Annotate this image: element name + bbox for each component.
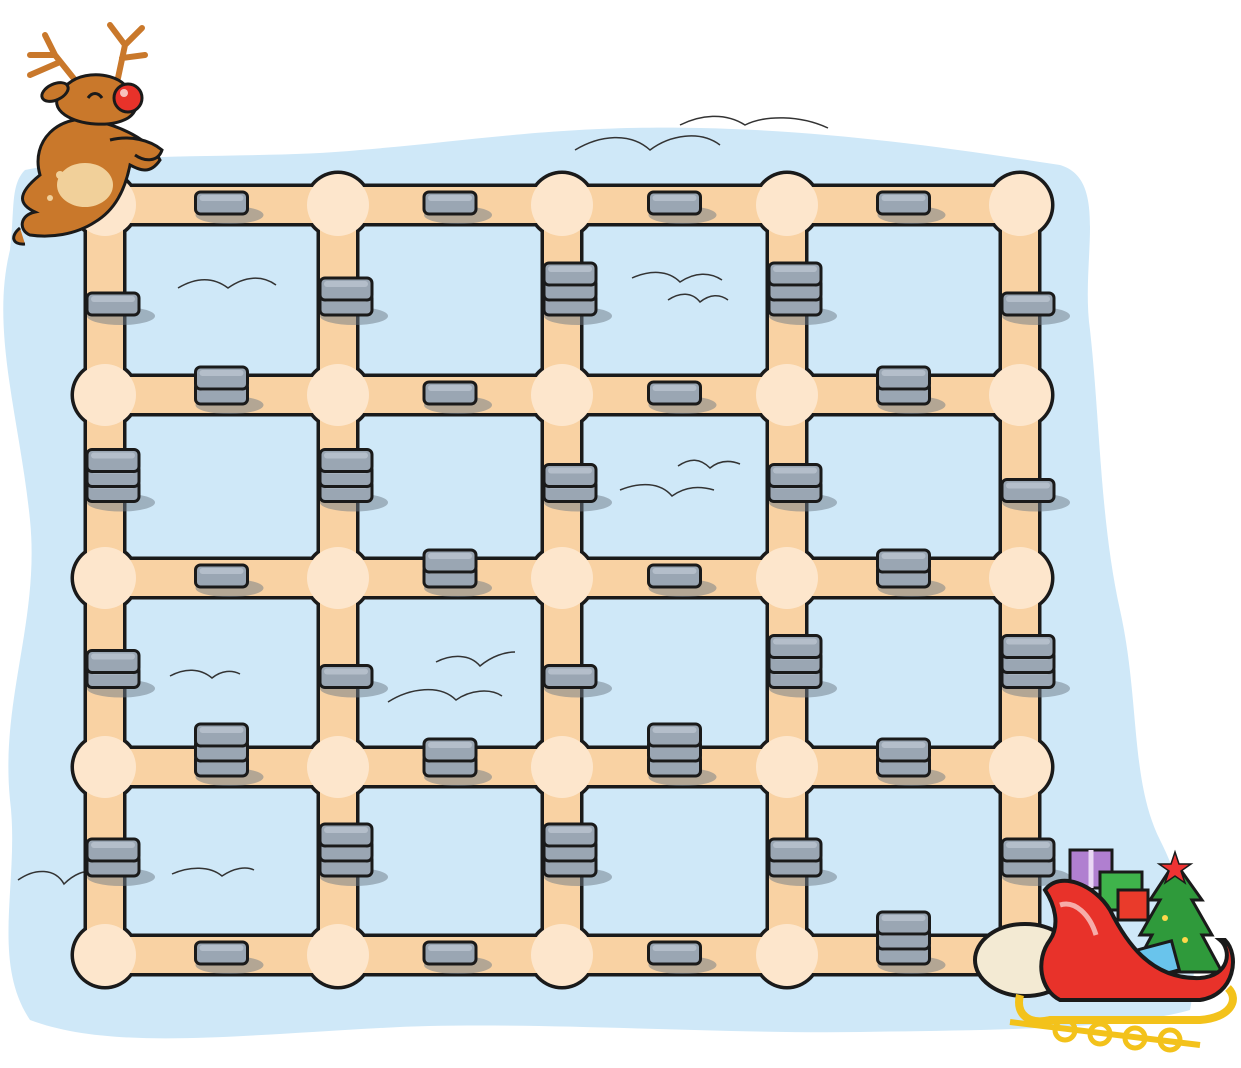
stone-block-highlight — [548, 669, 592, 675]
maze-node-r1-c2[interactable] — [531, 364, 593, 426]
maze-node-r0-c1[interactable] — [307, 174, 369, 236]
maze-node-r1-c0[interactable] — [74, 364, 136, 426]
maze-node-r3-c2[interactable] — [531, 736, 593, 798]
stone-block-highlight — [548, 468, 592, 474]
stone-block-highlight — [1006, 639, 1050, 645]
maze-node-r2-c3[interactable] — [756, 547, 818, 609]
maze-node-r1-c4[interactable] — [989, 364, 1051, 426]
stone-block-highlight — [653, 195, 697, 201]
stone-block-highlight — [882, 553, 926, 559]
stone-block-highlight — [773, 468, 817, 474]
stone-block-highlight — [428, 195, 472, 201]
stone-block-highlight — [428, 945, 472, 951]
maze-node-r3-c4[interactable] — [989, 736, 1051, 798]
stone-block-highlight — [428, 742, 472, 748]
maze-node-r4-c3[interactable] — [756, 924, 818, 986]
maze-node-r4-c1[interactable] — [307, 924, 369, 986]
stone-block-highlight — [200, 568, 244, 574]
stone-block-highlight — [200, 727, 244, 733]
maze-node-r2-c2[interactable] — [531, 547, 593, 609]
maze-node-r0-c2[interactable] — [531, 174, 593, 236]
maze-node-r4-c0[interactable] — [74, 924, 136, 986]
stone-block-highlight — [1006, 842, 1050, 848]
stone-block-highlight — [653, 568, 697, 574]
stone-block-highlight — [200, 945, 244, 951]
stone-block-highlight — [882, 915, 926, 921]
stone-block-highlight — [324, 453, 368, 459]
stone-block-highlight — [428, 553, 472, 559]
maze-node-r3-c1[interactable] — [307, 736, 369, 798]
maze-node-r3-c3[interactable] — [756, 736, 818, 798]
maze-node-r2-c1[interactable] — [307, 547, 369, 609]
stone-block-highlight — [428, 385, 472, 391]
maze-node-r1-c1[interactable] — [307, 364, 369, 426]
stone-block-highlight — [1006, 296, 1050, 302]
stone-block-highlight — [324, 669, 368, 675]
stone-block-highlight — [200, 195, 244, 201]
maze-node-r0-c3[interactable] — [756, 174, 818, 236]
stone-block-highlight — [91, 842, 135, 848]
stone-block-highlight — [91, 453, 135, 459]
stone-block-highlight — [548, 827, 592, 833]
maze-node-r2-c4[interactable] — [989, 547, 1051, 609]
stone-block-highlight — [653, 727, 697, 733]
stone-block-highlight — [1006, 483, 1050, 489]
stone-block-highlight — [324, 827, 368, 833]
stone-block-highlight — [324, 281, 368, 287]
stone-block-highlight — [548, 266, 592, 272]
stone-block-highlight — [200, 370, 244, 376]
maze-node-r4-c2[interactable] — [531, 924, 593, 986]
maze-node-r3-c0[interactable] — [74, 736, 136, 798]
maze-node-r2-c0[interactable] — [74, 547, 136, 609]
stone-block-highlight — [773, 842, 817, 848]
maze-node-r0-c4[interactable] — [989, 174, 1051, 236]
stone-block-highlight — [653, 945, 697, 951]
maze-node-r1-c3[interactable] — [756, 364, 818, 426]
stone-block-highlight — [773, 639, 817, 645]
stone-block-highlight — [882, 742, 926, 748]
stone-block-highlight — [882, 370, 926, 376]
stone-block-highlight — [91, 296, 135, 302]
stone-block-highlight — [882, 195, 926, 201]
stone-block-highlight — [773, 266, 817, 272]
stone-block-highlight — [91, 654, 135, 660]
stone-block-highlight — [653, 385, 697, 391]
